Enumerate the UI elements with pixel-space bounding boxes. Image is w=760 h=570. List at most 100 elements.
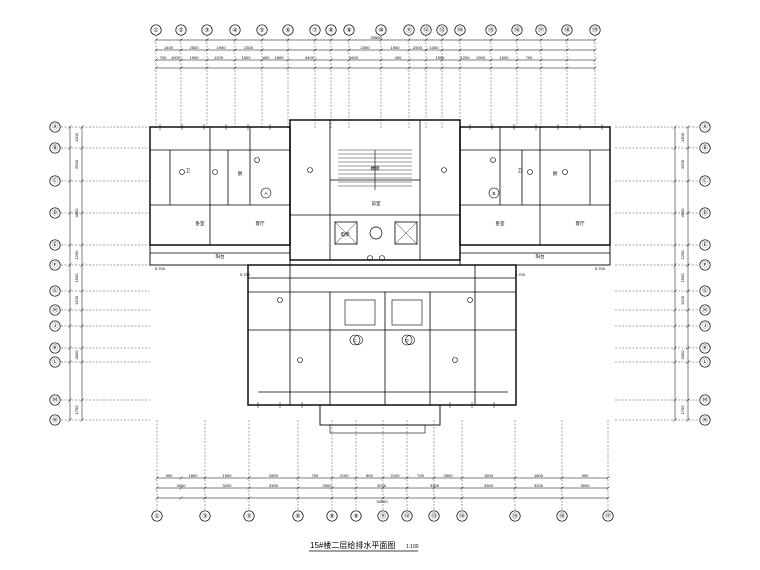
axis-left-12-circle	[49, 414, 61, 426]
pipe-riser-4	[441, 167, 447, 173]
building-walls	[149, 119, 611, 434]
dim-top-row1-3: 2300	[244, 45, 254, 50]
axis-right-1: Ⓑ	[702, 144, 708, 152]
axis-left-6: Ⓖ	[52, 287, 58, 295]
axis-left-3: Ⓓ	[52, 209, 58, 217]
overall-dim-top: 33500	[370, 35, 382, 40]
wall-entrance-step	[329, 424, 426, 434]
drawing-title-block: 15#楼二层给排水平面图 1:100	[309, 540, 419, 552]
axis-top-4-circle	[256, 24, 268, 36]
shower-left	[344, 299, 376, 326]
axis-top-6: ⑦	[312, 27, 317, 34]
axis-top-3-circle	[229, 24, 241, 36]
drawing-title: 15#楼二层给排水平面图	[310, 540, 395, 550]
axis-top-8: ⑨	[346, 27, 351, 34]
axis-left-4-circle	[49, 239, 61, 251]
unit-label-3: D	[405, 338, 409, 343]
pipe-riser-1	[212, 169, 218, 175]
axis-bottom-7-circle	[401, 510, 413, 522]
dim-left-6: 4000	[74, 350, 79, 360]
dim-bottom-row1-9: 2800	[444, 473, 454, 478]
dim-bottom-row2-8: 3000	[581, 483, 591, 488]
dim-right-1: 2600	[680, 159, 685, 169]
dim-bottom-row2-0: 3000	[177, 483, 187, 488]
dim-top-row1-0: 1400	[164, 45, 174, 50]
dim-top-row1-2: 1900	[217, 45, 227, 50]
axis-left-8-circle	[49, 320, 61, 332]
axis-bottom-0-circle	[151, 510, 163, 522]
dim-top-row2-3: 1200	[214, 55, 224, 60]
dim-bottom-row1-12: 900	[582, 473, 589, 478]
axis-top-10: ⑪	[406, 26, 412, 34]
axis-top-8-circle	[343, 24, 355, 36]
axis-top-16: ⑰	[538, 26, 544, 34]
pipe-riser-12	[367, 255, 373, 261]
dim-top-row2-1: 1000	[171, 55, 181, 60]
axis-bottom-9: ⑭	[459, 512, 465, 520]
dim-bottom-row1-0: 900	[166, 473, 173, 478]
wall-core	[289, 119, 461, 261]
axis-right-1-circle	[699, 142, 711, 154]
axis-right-9-circle	[699, 342, 711, 354]
room-label-8: 客厅	[576, 220, 585, 227]
axis-bottom-7: ⑫	[404, 512, 410, 520]
axis-left-0-circle	[49, 121, 61, 133]
axis-top-18: ⑲	[592, 26, 598, 34]
axis-right-0-circle	[699, 121, 711, 133]
axis-top-0-circle	[150, 24, 162, 36]
pipe-riser-5	[490, 157, 496, 163]
dim-right-3: 1200	[680, 250, 685, 260]
pipe-riser-10	[297, 357, 303, 363]
dim-bottom-row2-3: 3300	[323, 483, 333, 488]
dim-bottom-row1-5: 2100	[340, 473, 350, 478]
dim-top-row2-2: 1900	[190, 55, 200, 60]
dimension-lines	[61, 35, 699, 511]
wall-balcony-right	[459, 244, 611, 266]
axis-bottom-6: ⑪	[380, 512, 386, 520]
axis-bottom-9-circle	[456, 510, 468, 522]
unit-circle-3	[401, 334, 413, 346]
axis-top-2-circle	[201, 24, 213, 36]
axis-right-8-circle	[699, 320, 711, 332]
axis-left-10: Ⓛ	[52, 358, 58, 366]
axis-bottom-11: ⑯	[559, 512, 565, 520]
axis-left-0: Ⓐ	[52, 123, 58, 131]
axis-bottom-2: ⑤	[246, 513, 251, 520]
level-mark-2: 5.700	[155, 266, 166, 271]
dim-top-row2-8: 1600	[349, 55, 359, 60]
axis-right-6: Ⓖ	[702, 287, 708, 295]
unit-label-2: C	[353, 338, 357, 343]
axis-bottom-4: ⑧	[329, 513, 334, 520]
axis-left-11: Ⓜ	[52, 396, 58, 404]
dim-top-row1-1: 2500	[190, 45, 200, 50]
axis-bottom-1: ③	[202, 513, 207, 520]
axis-bottom-5-circle	[350, 510, 362, 522]
dim-left-7: 1700	[74, 405, 79, 415]
pipe-riser-6	[527, 169, 533, 175]
axis-top-6-circle	[309, 24, 321, 36]
dim-bottom-row2-5: 3300	[430, 483, 440, 488]
dim-bottom-row2-2: 3300	[269, 483, 279, 488]
wall-upper-right-wing	[459, 126, 611, 246]
axis-left-10-circle	[49, 356, 61, 368]
axis-left-9-circle	[49, 342, 61, 354]
axis-right-11-circle	[699, 394, 711, 406]
core-axis-circle	[369, 226, 383, 240]
unit-label-1: B	[492, 191, 495, 196]
room-label-11: 楼梯	[371, 165, 380, 172]
dim-top-row1-8: 2300	[361, 45, 371, 50]
dim-right-7: 1700	[680, 405, 685, 415]
axis-left-7-circle	[49, 304, 61, 316]
axis-bottom-2-circle	[243, 510, 255, 522]
axis-left-3-circle	[49, 207, 61, 219]
axis-right-12-circle	[699, 414, 711, 426]
axis-right-0: Ⓐ	[702, 123, 708, 131]
axis-top-3: ④	[232, 27, 237, 34]
dim-top-row2-0: 700	[160, 55, 167, 60]
axis-top-10-circle	[403, 24, 415, 36]
dim-bottom-row1-4: 700	[312, 473, 319, 478]
axis-right-4-circle	[699, 239, 711, 251]
axis-top-12-circle	[436, 24, 448, 36]
axis-top-15-circle	[511, 24, 523, 36]
